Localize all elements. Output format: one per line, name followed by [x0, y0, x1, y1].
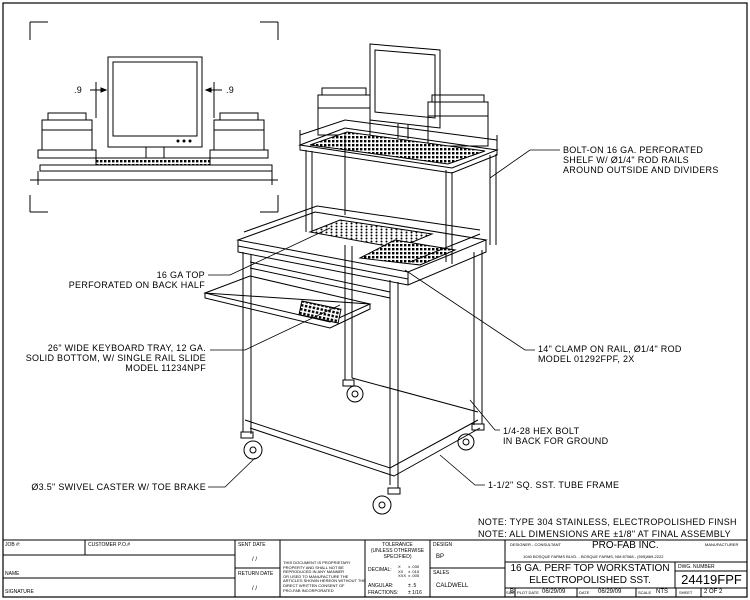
date-label: DATE: [579, 590, 590, 595]
sales-label: SALES: [433, 570, 450, 576]
return-date-value: / /: [252, 586, 258, 592]
manufacturer-tag: MANUFACTURER: [705, 542, 739, 547]
design-label: DESIGN: [433, 542, 453, 548]
dwg-number: 24419FPF: [681, 572, 742, 587]
name-label: NAME: [5, 571, 20, 577]
tol-decimal-label: DECIMAL:: [368, 567, 392, 573]
size-value: B: [510, 589, 515, 595]
sent-date-value: / /: [252, 557, 258, 563]
scale-value: NTS: [656, 589, 668, 595]
job-label: JOB #:: [5, 542, 21, 548]
sheet-value: 2 OF 2: [704, 589, 723, 595]
date-value: 06/29/09: [598, 589, 622, 595]
proprietary-notice: THIS DOCUMENT IS PROPRIETARY PROPERTY AN…: [283, 560, 366, 593]
dim-left-label: .9: [74, 85, 83, 95]
tol-fraction-label: FRACTIONS:: [368, 590, 399, 596]
callout-clamp: 14" CLAMP ON RAIL, ø1/4" ROD MODEL 01292…: [538, 344, 682, 364]
tol-fraction-val: ± 1/16: [408, 590, 422, 596]
title-block: [2, 539, 748, 598]
detail-view: [29, 21, 279, 213]
tolerance-title: TOLERANCE (UNLESS OTHERWISE SPECIFIED): [370, 542, 425, 560]
signature-label: SIGNATURE: [5, 589, 34, 595]
note-dimensions: NOTE: ALL DIMENSIONS ARE ±1/8" AT FINAL …: [478, 529, 731, 539]
callout-hexbolt: 1/4-28 HEX BOLT IN BACK FOR GROUND: [503, 426, 609, 446]
callout-caster: ø3.5" SWIVEL CASTER W/ TOE BRAKE: [31, 482, 206, 492]
callout-tray: 26" WIDE KEYBOARD TRAY, 12 GA. SOLID BOT…: [25, 343, 206, 373]
customer-po-label: CUSTOMER P.O.#: [88, 542, 131, 548]
drawing-title-line1: 16 GA. PERF TOP WORKSTATION: [510, 563, 670, 574]
note-material: NOTE: TYPE 304 STAINLESS, ELECTROPOLISHE…: [478, 517, 737, 527]
callout-shelf: BOLT-ON 16 GA. PERFORATED SHELF W/ ø1/4"…: [563, 145, 719, 175]
tol-angular-label: ANGULAR:: [368, 583, 394, 589]
dwg-number-label: DWG. NUMBER: [678, 564, 715, 570]
plot-date-label: PLOT DATE: [517, 590, 539, 595]
callout-frame: 1-1/2" SQ. SST. TUBE FRAME: [488, 480, 620, 490]
drawing-title-line2: ELECTROPOLISHED SST.: [529, 575, 651, 586]
tol-angular-val: ± .5: [408, 583, 417, 589]
tol-decimal-vals: ± .030 ± .015 ± .005: [408, 564, 420, 579]
sales-value: CALDWELL: [436, 583, 469, 589]
callout-top: 16 GA TOP PERFORATED ON BACK HALF: [68, 270, 205, 290]
company-name: PRO-FAB INC.: [592, 540, 659, 551]
sent-date-label: SENT DATE: [238, 542, 266, 548]
size-label: SIZE: [506, 590, 515, 595]
scale-label: SCALE: [638, 590, 652, 595]
tol-decimal-keys: X XX XXX: [398, 564, 407, 579]
designer-tag: DESIGNER - CONSULTANT: [510, 542, 561, 547]
plot-date-value: 06/29/09: [542, 589, 566, 595]
dim-right-label: .9: [226, 85, 235, 95]
sheet-label: SHEET: [679, 590, 693, 595]
design-value: BP: [436, 554, 445, 560]
company-address: 1040 BOSQUE FARMS BLVD. - BOSQUE FARMS, …: [523, 554, 664, 559]
return-date-label: RETURN DATE: [238, 571, 274, 577]
workstation-iso: [203, 43, 499, 515]
